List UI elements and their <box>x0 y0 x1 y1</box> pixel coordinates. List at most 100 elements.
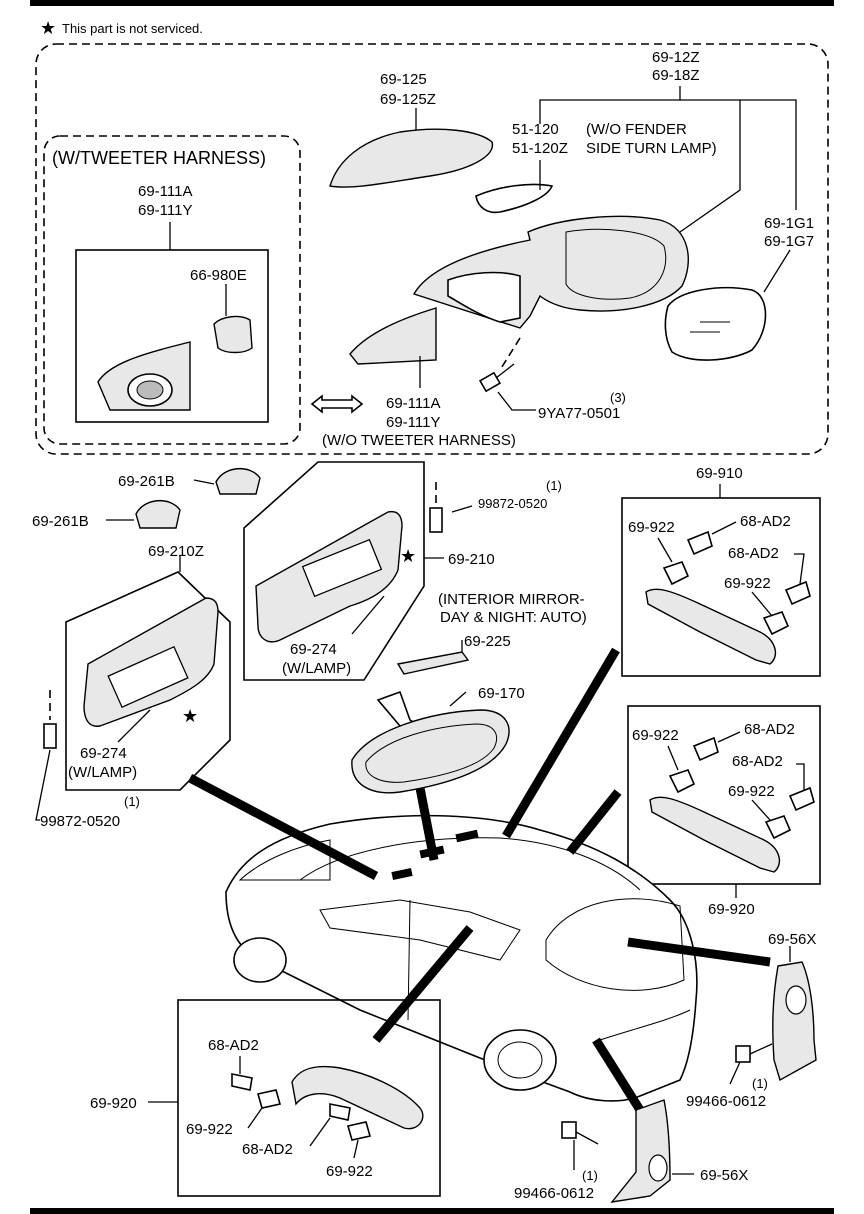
label-69-922-a: 69-922 <box>628 519 675 536</box>
vehicle-roof-mark-b <box>455 829 479 843</box>
pointer-grip-910 <box>502 647 620 839</box>
cargo-hook-lower-part <box>610 1099 671 1203</box>
label-68-ad2-a: 68-AD2 <box>740 513 791 530</box>
tweeter-detail-box <box>75 249 269 423</box>
grip-69-910-clip-b <box>686 530 713 556</box>
interior-mirror-cover-part <box>396 651 470 675</box>
screw-99872-a-part <box>429 507 443 533</box>
grip-69-920-a-clip-a <box>668 769 696 794</box>
grip-69-910-part <box>645 588 777 665</box>
label-69-56x-b: 69-56X <box>700 1167 748 1184</box>
label-69-170: 69-170 <box>478 685 525 702</box>
bolt-99466-b-part <box>561 1121 577 1139</box>
label-68-ad2-d: 68-AD2 <box>732 753 783 770</box>
top-border-bar <box>30 0 834 6</box>
label-wo-tweeter-harness: (W/O TWEETER HARNESS) <box>322 432 516 449</box>
sunvisor-lh-vanity-mirror <box>107 645 189 709</box>
label-interior-mirror-1: (INTERIOR MIRROR- <box>438 591 585 608</box>
label-69-261b-a: 69-261B <box>118 473 175 490</box>
mirror-housing-part <box>412 215 689 329</box>
grip-69-910-clip-a <box>662 561 690 586</box>
leader-69-922-e <box>247 1107 263 1129</box>
grip-69-920-b-clip-a <box>231 1073 253 1091</box>
leader-69-922-a <box>657 537 673 563</box>
label-69-922-c: 69-922 <box>632 727 679 744</box>
sunvisor-lh-frame <box>65 571 231 791</box>
leader-69-12z-b <box>679 99 741 233</box>
label-69-922-b: 69-922 <box>724 575 771 592</box>
double-arrow-icon <box>310 394 364 414</box>
grip-69-910-clip-d <box>784 580 811 606</box>
label-66-980e: 66-980E <box>190 267 247 284</box>
label-69-1g1: 69-1G1 <box>764 215 814 232</box>
label-99872-0520-b: 99872-0520 <box>40 813 120 830</box>
label-interior-mirror-2: DAY & NIGHT: AUTO) <box>440 609 587 626</box>
bolt-9ya77-shaft <box>495 363 515 379</box>
leader-69-922-f <box>353 1139 359 1159</box>
legend-star-icon: ★ <box>40 18 56 38</box>
grip-box-69-910 <box>621 497 821 677</box>
vehicle-tail <box>599 1009 691 1041</box>
vehicle-rear-window <box>545 898 685 991</box>
label-9ya77-0501: 9YA77-0501 <box>538 405 620 422</box>
bolt-99466-a-shaft <box>749 1043 773 1055</box>
leader-99466-a <box>729 1061 741 1085</box>
sunvisor-clip-lower-part <box>135 500 181 529</box>
label-69-125: 69-125 <box>380 71 427 88</box>
grip-box-69-920-b <box>177 999 441 1197</box>
label-69-111a-b: 69-111A <box>386 395 441 412</box>
grip-69-920-a-clip-c <box>764 815 792 840</box>
label-wlamp-a: (W/LAMP) <box>68 764 137 781</box>
vehicle-rear-wheel <box>483 1029 557 1091</box>
grip-69-910-clip-c <box>762 611 790 636</box>
label-69-922-e: 69-922 <box>186 1121 233 1138</box>
label-69-56x-a: 69-56X <box>768 931 816 948</box>
mirror-cap-part <box>329 128 494 188</box>
label-69-18z: 69-18Z <box>652 67 700 84</box>
label-69-922-f: 69-922 <box>326 1163 373 1180</box>
label-69-111a-a: 69-111A <box>138 183 193 200</box>
garnish-part <box>349 307 437 365</box>
leader-68-ad2-a <box>711 521 737 535</box>
leader-68-ad2-c <box>717 731 741 743</box>
pointer-cargo-hook-b <box>592 1037 644 1113</box>
label-qty-1-b: (1) <box>124 794 140 809</box>
mirror-housing-inner <box>565 228 667 300</box>
label-68-ad2-c: 68-AD2 <box>744 721 795 738</box>
interior-mirror-glass <box>365 723 498 783</box>
label-99466-0612-a: 99466-0612 <box>686 1093 766 1110</box>
grip-box-69-920-a <box>627 705 821 885</box>
label-qty-1-c: (1) <box>752 1076 768 1091</box>
label-99872-0520-a: 99872-0520 <box>478 496 547 511</box>
label-69-274-a: 69-274 <box>80 745 127 762</box>
label-tweeter-harness: (W/TWEETER HARNESS) <box>52 148 266 168</box>
side-turn-lamp-part <box>475 183 554 214</box>
leader-69-170 <box>449 691 467 707</box>
grip-69-920-b-clip-c <box>329 1103 351 1121</box>
label-69-920-a: 69-920 <box>708 901 755 918</box>
vehicle-front-wheel <box>233 937 287 983</box>
leader-69-922-d <box>751 799 771 821</box>
sunvisor-rh-frame <box>243 461 425 681</box>
label-68-ad2-f: 68-AD2 <box>242 1141 293 1158</box>
leader-68-ad2-b <box>794 553 805 585</box>
cargo-hook-upper-ring <box>785 985 807 1015</box>
grip-69-920-a-clip-d <box>788 786 815 812</box>
screw-99872-b-part <box>43 723 57 749</box>
cargo-hook-upper-part <box>772 961 817 1082</box>
leader-68-ad2-d <box>796 763 805 790</box>
label-69-261b-b: 69-261B <box>32 513 89 530</box>
pointer-grip-920-a <box>566 789 622 855</box>
cargo-hook-lower-ring <box>648 1154 668 1182</box>
label-69-274-b: 69-274 <box>290 641 337 658</box>
tweeter-harness-group-box <box>43 135 301 445</box>
grip-69-920-a-part <box>649 796 781 873</box>
grip-69-920-a-clip-b <box>692 736 719 762</box>
leader-9ya77 <box>497 391 536 411</box>
leader-99872-a <box>451 505 473 513</box>
label-side-turn-lamp: SIDE TURN LAMP) <box>586 140 717 157</box>
label-69-920-b: 69-920 <box>90 1095 137 1112</box>
vehicle-rear-wheel-hub <box>497 1041 543 1079</box>
label-69-210z: 69-210Z <box>148 543 204 560</box>
label-69-111y-a: 69-111Y <box>138 202 193 219</box>
